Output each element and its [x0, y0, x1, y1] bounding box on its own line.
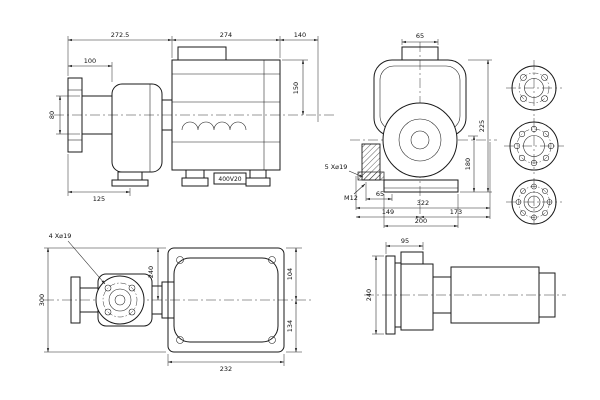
dim-profile-height: 240: [365, 289, 373, 301]
motor-label-text: 400V20: [218, 176, 241, 183]
volute-front: [382, 102, 458, 178]
callout-holes-front: 5 X⌀19: [325, 163, 348, 171]
feet-and-base: [111, 169, 271, 187]
volute-circle: [382, 102, 458, 178]
dim-plate-side: 300: [38, 294, 46, 306]
callout-holes-top: 4 X⌀19: [49, 232, 72, 240]
pump-top: [70, 273, 153, 327]
base-hole: [176, 256, 184, 264]
motor-nameplate-label: 400V20: [213, 172, 247, 185]
dimensions-side-view: 272.5 274 140 100 80 150 125: [48, 31, 319, 203]
pump-profile-outline: [385, 251, 556, 335]
base-plate-front: [383, 179, 459, 193]
dim-width-right: 173: [450, 208, 462, 216]
dim-motor-length: 274: [220, 31, 232, 39]
dim-pump-length: 272.5: [111, 31, 130, 39]
dim-terminal-box-width: 65: [416, 32, 424, 40]
flange-view-bottom: [506, 178, 562, 226]
dim-right-lower: 134: [286, 320, 294, 332]
top-nozzle-profile: [400, 251, 424, 265]
dim-foot-position: 125: [93, 195, 105, 203]
view-side-profile: 95 240: [364, 237, 566, 335]
dim-flange-to-casing: 100: [84, 57, 96, 65]
casing-profile: [400, 263, 434, 331]
callout-thread: M12: [344, 194, 358, 202]
dim-center-offset: 240: [147, 266, 155, 278]
dim-hole-offset: 65: [376, 190, 384, 198]
suction-flange-top: [70, 276, 81, 324]
base-hole: [176, 336, 184, 344]
dim-fan-end: 140: [294, 31, 306, 39]
dim-mid-height: 180: [464, 158, 472, 170]
flange-view-middle: [504, 118, 564, 174]
view-front-elevation: 65 225 180 5 X⌀19 M12 65 322 149 173: [325, 32, 497, 228]
motor-foot-front: [185, 169, 205, 179]
dim-port-size: 80: [48, 111, 56, 119]
flange-views: [504, 60, 564, 226]
pump-casing: [111, 83, 163, 173]
dim-overall-width: 322: [417, 199, 429, 207]
terminal-box: [177, 46, 227, 61]
dim-total-height: 225: [478, 120, 486, 132]
dim-flange-to-port: 95: [401, 237, 409, 245]
view-top-plan: 4 X⌀19 300 240 104 134 232: [38, 232, 312, 373]
base-hole: [268, 256, 276, 264]
dim-height-above-shaft: 150: [292, 82, 300, 94]
dimensions-front-view: 65 225 180 5 X⌀19 M12 65 322 149 173: [325, 32, 492, 228]
base-plate-top: [167, 247, 285, 353]
base-hole: [268, 336, 276, 344]
terminal-box-front: [401, 46, 439, 61]
motor-body: [171, 46, 281, 171]
dim-base-width: 200: [415, 217, 427, 225]
dim-plate-width: 232: [220, 365, 232, 373]
flange-view-top: [506, 60, 562, 116]
pump-foot: [117, 171, 143, 181]
dimensions-top-view: 4 X⌀19 300 240 104 134 232: [38, 232, 302, 373]
dim-width-left: 149: [382, 208, 394, 216]
fan-cover-profile: [538, 272, 556, 318]
dimensions-profile-view: 95 240: [365, 237, 424, 335]
motor-fins: [181, 121, 247, 131]
view-side-elevation: 400V20 272.5 274 140 100 80 150: [48, 31, 336, 203]
pump-support-foot-section: [357, 143, 385, 181]
motor-foot-rear: [249, 169, 267, 179]
dim-right-upper: 104: [286, 268, 294, 280]
